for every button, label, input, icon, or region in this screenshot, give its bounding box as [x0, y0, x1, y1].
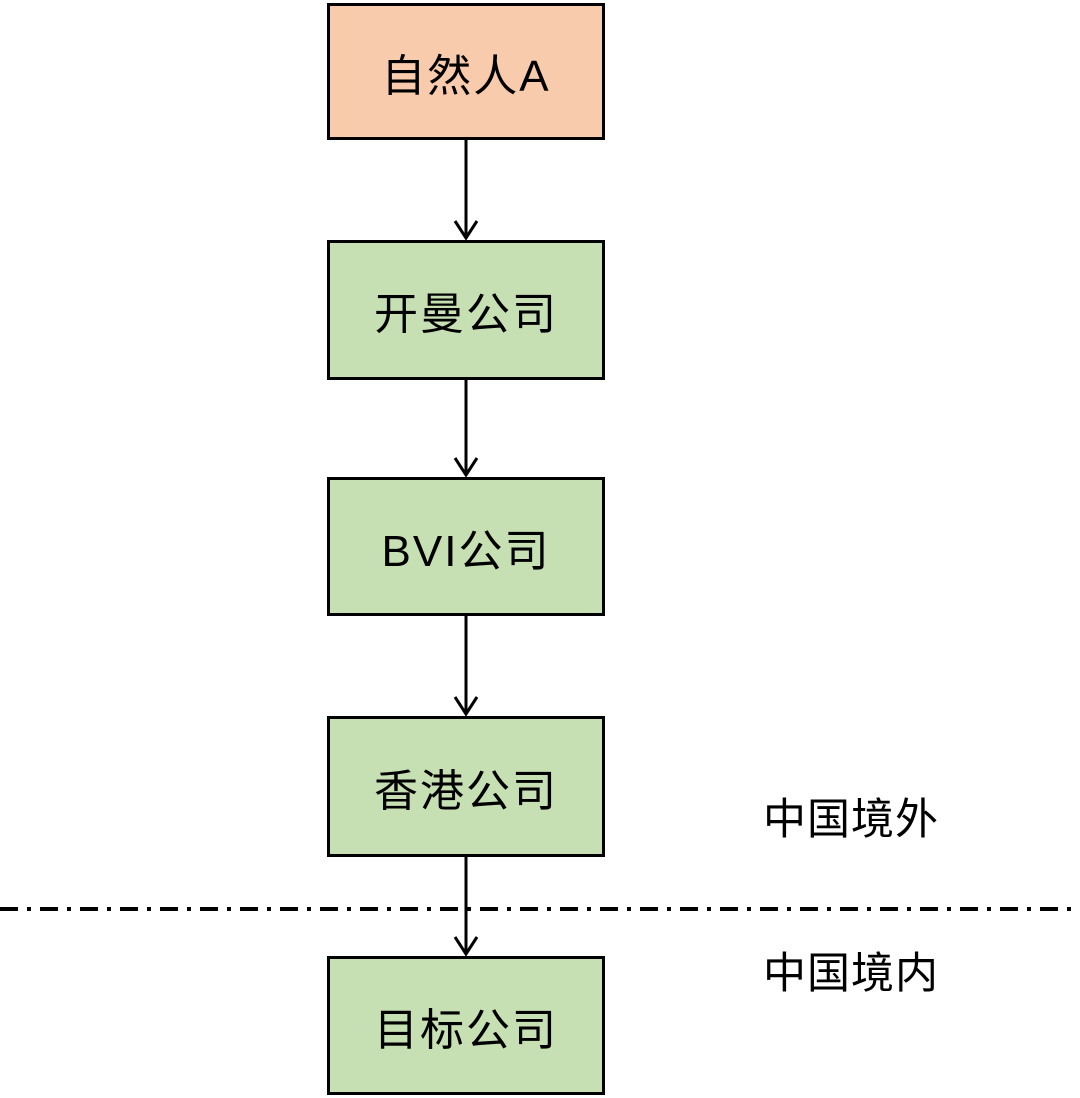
arrow-person-to-cayman [453, 140, 479, 241]
node-target-company: 目标公司 [327, 956, 605, 1095]
node-hongkong-company: 香港公司 [327, 716, 605, 857]
label-inside-china: 中国境内 [763, 950, 939, 998]
node-bvi-company: BVI公司 [327, 477, 605, 616]
arrow-cayman-to-bvi [453, 380, 479, 478]
label-outside-china: 中国境外 [763, 796, 939, 844]
node-cayman-company: 开曼公司 [327, 240, 605, 380]
arrow-hongkong-to-target [453, 857, 479, 957]
arrow-bvi-to-hongkong [453, 616, 479, 717]
node-natural-person-a: 自然人A [327, 3, 605, 140]
